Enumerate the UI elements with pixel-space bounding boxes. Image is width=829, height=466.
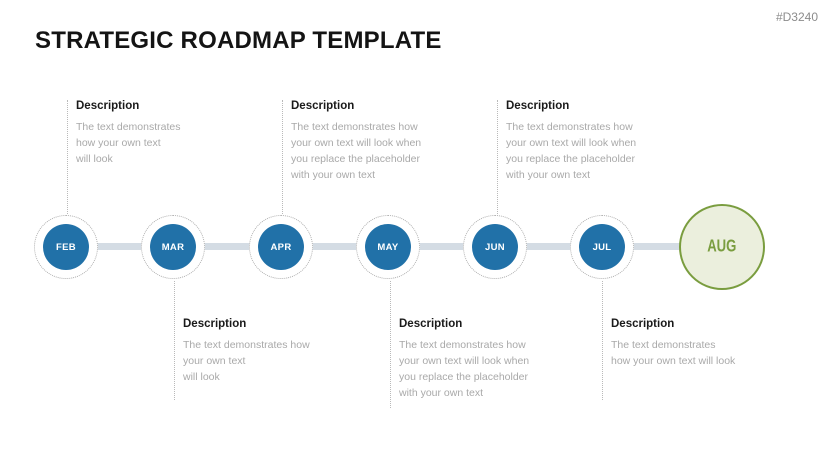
- description-heading: Description: [611, 318, 675, 330]
- milestone-circle: APR: [258, 224, 304, 270]
- milestone-label: MAR: [161, 241, 185, 253]
- description-body: The text demonstrates how your own text …: [399, 339, 530, 399]
- description-body: The text demonstrates how your own text …: [183, 339, 310, 383]
- milestone-label: FEB: [56, 241, 76, 253]
- description-heading: Description: [183, 318, 247, 330]
- milestone-may: MAY: [356, 215, 420, 279]
- milestone-circle: JUL: [579, 224, 625, 270]
- page-title: STRATEGIC ROADMAP TEMPLATE: [35, 27, 442, 54]
- milestone-circle: MAY: [365, 224, 411, 270]
- milestone-jun: JUN: [463, 215, 527, 279]
- description-block-top-jun: Description The text demonstrates how yo…: [497, 100, 677, 216]
- slide-code: #D3240: [775, 10, 818, 24]
- description-heading: Description: [76, 100, 140, 112]
- description-body: The text demonstrates how your own text …: [291, 121, 422, 181]
- description-body: The text demonstrates how your own text …: [611, 339, 736, 367]
- description-block-bottom-jul: Description The text demonstrates how yo…: [602, 281, 782, 400]
- milestone-feb: FEB: [34, 215, 98, 279]
- milestone-label: AUG: [707, 237, 737, 256]
- milestone-aug-highlight: AUG: [679, 204, 765, 290]
- milestone-label: JUN: [485, 241, 505, 253]
- description-body: The text demonstrates how your own text …: [76, 121, 181, 165]
- description-body: The text demonstrates how your own text …: [506, 121, 637, 181]
- milestone-apr: APR: [249, 215, 313, 279]
- milestone-label: MAY: [377, 241, 399, 253]
- milestone-circle: MAR: [150, 224, 196, 270]
- milestone-label: APR: [270, 241, 292, 253]
- description-block-top-feb: Description The text demonstrates how yo…: [67, 100, 247, 216]
- description-heading: Description: [291, 100, 355, 112]
- milestone-jul: JUL: [570, 215, 634, 279]
- description-heading: Description: [399, 318, 463, 330]
- description-block-bottom-may: Description The text demonstrates how yo…: [390, 281, 570, 408]
- milestone-mar: MAR: [141, 215, 205, 279]
- description-heading: Description: [506, 100, 570, 112]
- description-block-top-apr: Description The text demonstrates how yo…: [282, 100, 462, 216]
- milestone-circle: JUN: [472, 224, 518, 270]
- description-block-bottom-mar: Description The text demonstrates how yo…: [174, 281, 354, 400]
- milestone-label: JUL: [592, 241, 612, 253]
- milestone-circle: FEB: [43, 224, 89, 270]
